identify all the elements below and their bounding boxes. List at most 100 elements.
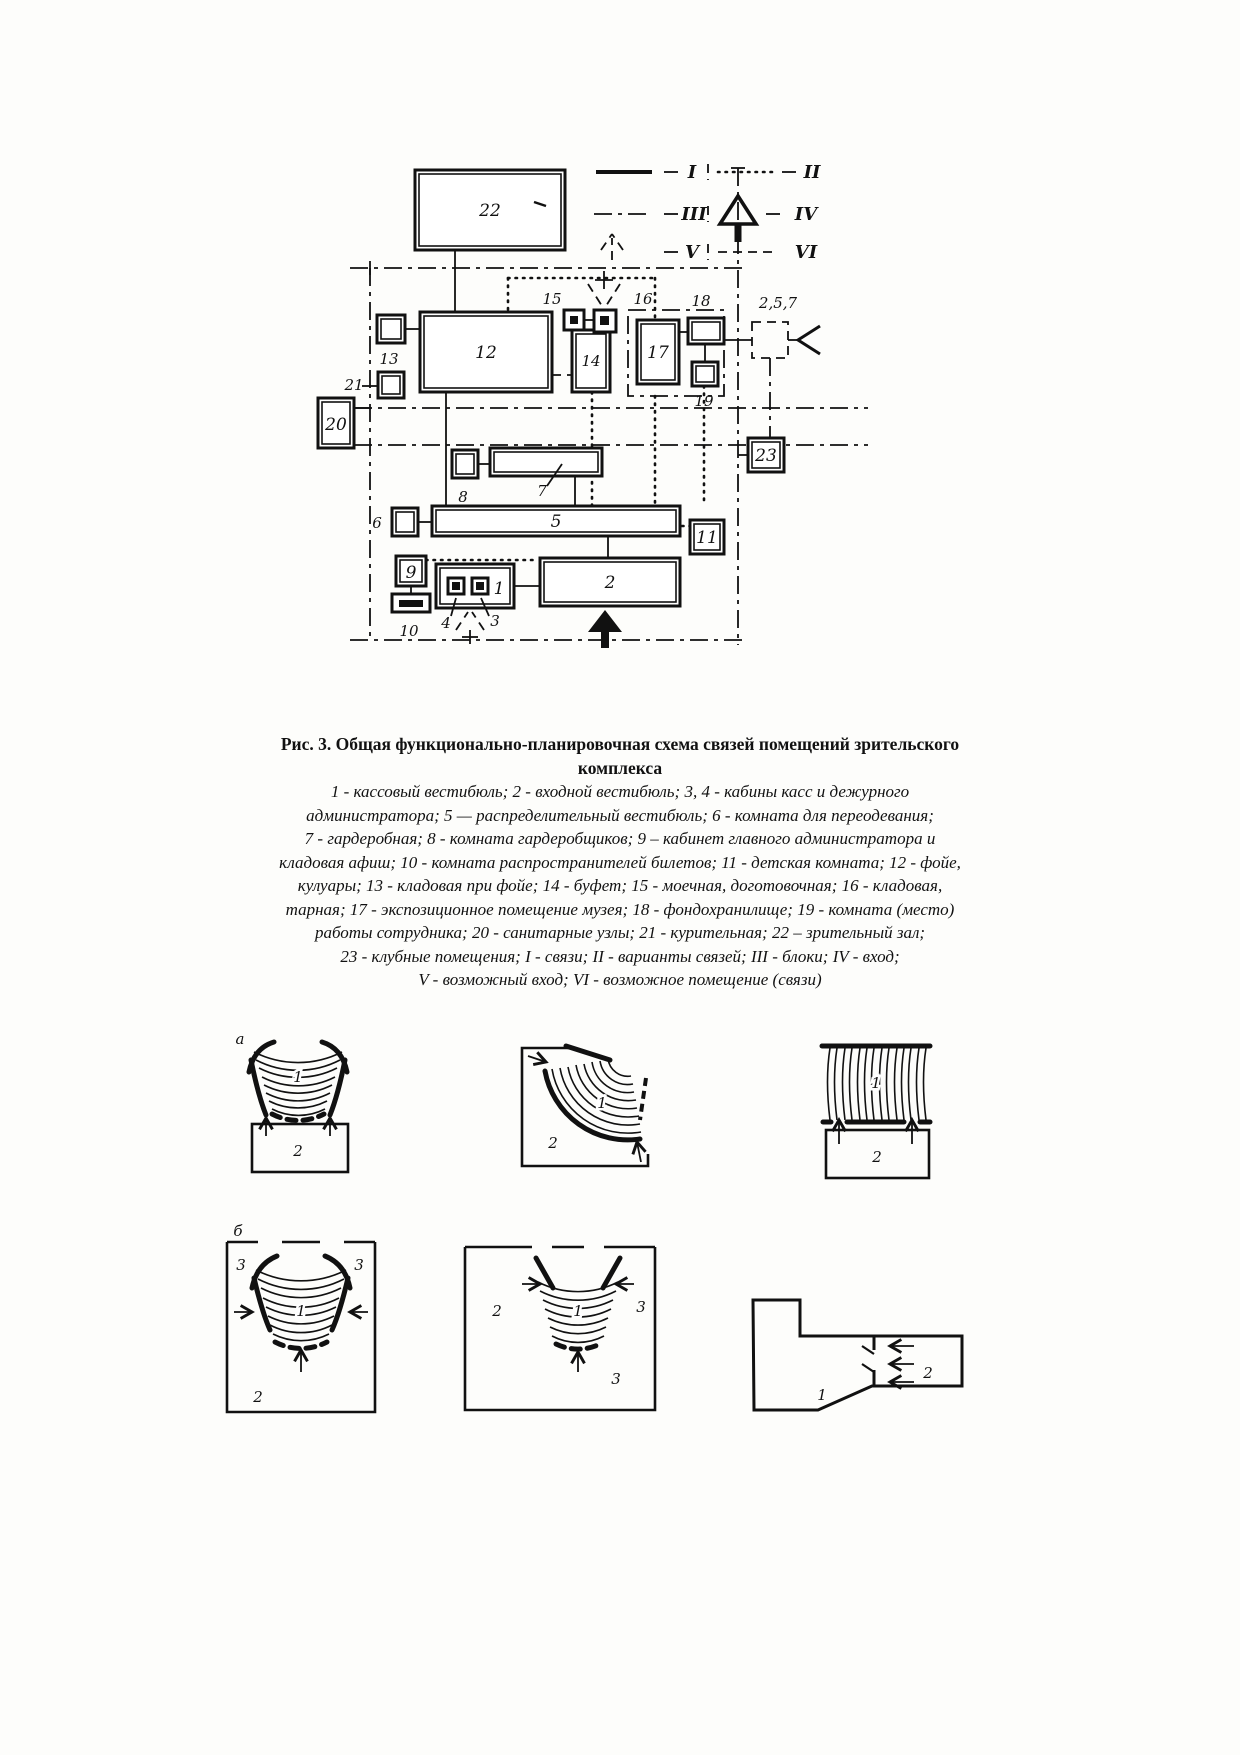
legend-dashed-entrance-arrow-icon xyxy=(600,233,624,260)
block-10-ticket-agents: 10 xyxy=(390,592,432,640)
block-15-washroom: 15 xyxy=(542,290,586,332)
stage-label: 3 xyxy=(611,1370,621,1388)
block-5-distribution-lobby: 5 xyxy=(430,504,682,538)
possible-entrance-dashed-arrow xyxy=(455,611,485,644)
hall-label: 1 xyxy=(573,1302,583,1320)
booth-callout-labels: 4 3 xyxy=(440,597,500,632)
block-8-attendants-room: 8 xyxy=(450,448,480,506)
block-1-ticket-lobby: 1 xyxy=(434,562,516,610)
door-leaf xyxy=(861,1363,875,1373)
figure-caption: Рис. 3. Общая функционально-планировочна… xyxy=(0,732,1240,992)
block-9-admin-office: 9 xyxy=(394,554,428,588)
legend-label-IV: IV xyxy=(794,204,819,225)
lobby-outline xyxy=(520,1046,650,1168)
lobby-outline xyxy=(225,1242,377,1414)
service-entry-dashed-arrow xyxy=(587,271,621,307)
hall-label: 1 xyxy=(817,1386,827,1404)
entry-arrow-right xyxy=(527,1051,549,1066)
legend-label-VI: VI xyxy=(795,242,818,263)
block-8-label: 8 xyxy=(458,488,468,506)
block-18-label: 18 xyxy=(691,292,710,310)
plan-a1-fan-hall: 1 2 xyxy=(246,1039,350,1174)
scheme-legend: I II III IV V VI xyxy=(594,162,821,263)
main-entrance-arrow-icon xyxy=(588,610,622,648)
plan-b1-enclosed-fan-hall: 1 3 3 2 xyxy=(225,1240,377,1414)
entry-arrow-up xyxy=(631,1139,647,1163)
block-22-auditorium: 22 xyxy=(413,168,567,252)
block-2-entrance-lobby: 2 xyxy=(538,556,682,608)
lobby-label: 2 xyxy=(252,1388,263,1406)
caption-title-line-1: Рис. 3. Общая функционально-планировочна… xyxy=(280,734,960,754)
dashed-side-wall xyxy=(638,1077,648,1121)
block-21-smoking-room: 21 xyxy=(343,370,406,400)
booth-4-label: 4 xyxy=(440,614,451,632)
block-21-label: 21 xyxy=(343,376,363,394)
hall-label: 1 xyxy=(296,1302,306,1320)
auditorium-plan-sketches: а б 1 2 1 2 xyxy=(225,1030,964,1414)
connection-lines xyxy=(354,250,752,594)
lobby-outline xyxy=(824,1128,931,1180)
block-2-label: 2 xyxy=(604,573,616,593)
block-15-label: 15 xyxy=(542,290,561,308)
block-18-depository: 18 xyxy=(686,292,726,346)
block-12-label: 12 xyxy=(475,343,497,363)
block-17-label: 17 xyxy=(647,343,669,363)
block-20-label: 20 xyxy=(324,415,347,435)
lobby-label: 2 xyxy=(547,1134,558,1152)
hall-label: 1 xyxy=(597,1094,607,1112)
caption-legend-line: кладовая афиш; 10 - комната распространи… xyxy=(279,852,961,872)
lobby-label: 2 xyxy=(491,1302,502,1320)
block-13-storeroom: 13 xyxy=(375,313,407,368)
lobby-label: 2 xyxy=(871,1148,882,1166)
plan-b3-elongated-hall: 1 2 xyxy=(751,1298,964,1412)
block-14-label: 14 xyxy=(581,352,600,370)
stage-label: 3 xyxy=(236,1256,246,1274)
caption-title-line-2: комплекса xyxy=(577,758,663,778)
lobby-outline xyxy=(250,1122,350,1174)
block-16-label: 16 xyxy=(633,290,653,308)
block-7-label: 7 xyxy=(537,482,547,500)
stage-label: 3 xyxy=(636,1298,646,1316)
possible-entrance-room: 2,5,7 xyxy=(751,294,821,359)
booth-3-label: 3 xyxy=(490,612,500,630)
caption-legend-line: 1 - кассовый вестибюль; 2 - входной вест… xyxy=(330,782,910,801)
hall-label: 1 xyxy=(871,1074,881,1092)
lobby-label: 2 xyxy=(922,1364,933,1382)
block-9-label: 9 xyxy=(406,563,417,583)
plan-a2-corner-fan-hall: 1 2 xyxy=(520,1043,650,1168)
block-13-label: 13 xyxy=(379,350,398,368)
entrance-rooms-label: 2,5,7 xyxy=(758,294,798,312)
variant-links xyxy=(424,276,706,562)
block-6-label: 6 xyxy=(372,514,382,532)
caption-legend-line: тарная; 17 - экспозиционное помещение му… xyxy=(285,899,955,919)
lobby-label: 2 xyxy=(292,1142,303,1160)
plan-a3-rect-hall: 1 2 xyxy=(819,1043,933,1180)
caption-legend-line: администратора; 5 — распределительный ве… xyxy=(306,805,934,825)
block-11-childrens-room: 11 xyxy=(688,518,726,556)
legend-label-V: V xyxy=(685,242,701,263)
block-22-label: 22 xyxy=(478,201,501,221)
hall-label: 1 xyxy=(293,1068,303,1086)
block-19-label: 19 xyxy=(694,392,714,410)
legend-label-I: I xyxy=(687,162,697,183)
block-11-label: 11 xyxy=(696,528,718,548)
block-20-sanitary: 20 xyxy=(316,396,356,450)
block-19-staff-room: 19 xyxy=(690,360,720,410)
block-23-club-rooms: 23 xyxy=(746,436,786,474)
stage-label: 3 xyxy=(354,1256,364,1274)
functional-scheme: I II III IV V VI xyxy=(316,162,868,648)
hall-outline xyxy=(751,1298,964,1412)
lobby-outline xyxy=(463,1247,657,1412)
block-7-cloakroom: 7 xyxy=(488,446,604,500)
legend-label-II: II xyxy=(803,162,821,183)
caption-legend-line: 23 - клубные помещения; I - связи; II - … xyxy=(340,946,900,966)
row-a-label: а xyxy=(236,1030,245,1048)
caption-legend-line: работы сотрудника; 20 - санитарные узлы;… xyxy=(314,923,926,942)
block-1-label: 1 xyxy=(494,579,505,599)
block-12-foyer: 12 xyxy=(418,310,554,394)
caption-legend-line: V - возможный вход; VI - возможное помещ… xyxy=(418,970,822,989)
plan-b2-small-fan-hall: 1 2 3 3 xyxy=(463,1245,657,1412)
door-leaf xyxy=(861,1345,875,1355)
legend-label-III: III xyxy=(680,204,707,225)
